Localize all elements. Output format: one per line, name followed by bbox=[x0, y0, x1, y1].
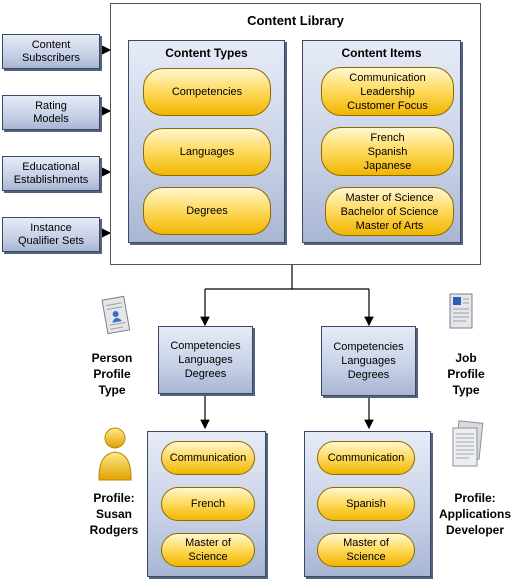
type-competencies: Competencies bbox=[143, 68, 271, 116]
items-degrees: Master of Science Bachelor of Science Ma… bbox=[325, 187, 454, 236]
person-icon bbox=[98, 427, 132, 481]
source-content-subscribers: Content Subscribers bbox=[2, 34, 100, 69]
person-profile-type-box: Competencies Languages Degrees bbox=[158, 326, 253, 394]
susan-item-communication: Communication bbox=[161, 441, 255, 475]
job-profile-type-label: Job Profile Type bbox=[447, 351, 485, 397]
source-rating-models: Rating Models bbox=[2, 95, 100, 130]
source-instance-qualifier-sets: Instance Qualifier Sets bbox=[2, 217, 100, 252]
source-educational-establishments: Educational Establishments bbox=[2, 156, 100, 191]
person-profile-type-icon bbox=[101, 295, 131, 335]
items-competencies: Communication Leadership Customer Focus bbox=[321, 67, 454, 116]
content-library-title: Content Library bbox=[247, 13, 344, 28]
person-profile-type-label: Person Profile Type bbox=[91, 351, 133, 397]
developer-item-master-of-science: Master of Science bbox=[317, 533, 415, 567]
items-languages: French Spanish Japanese bbox=[321, 127, 454, 176]
developer-item-communication: Communication bbox=[317, 441, 415, 475]
developer-item-spanish: Spanish bbox=[317, 487, 415, 521]
job-profile-type-icon bbox=[449, 293, 473, 329]
content-items-title: Content Items bbox=[341, 46, 422, 60]
susan-item-french: French bbox=[161, 487, 255, 521]
susan-item-master-of-science: Master of Science bbox=[161, 533, 255, 567]
job-profile-type-box: Competencies Languages Degrees bbox=[321, 326, 416, 396]
document-icon bbox=[452, 420, 484, 467]
profile-susan-rodgers-label: Profile: Susan Rodgers bbox=[89, 491, 139, 537]
type-languages: Languages bbox=[143, 128, 271, 176]
content-types-title: Content Types bbox=[165, 46, 248, 60]
type-degrees: Degrees bbox=[143, 187, 271, 235]
profile-applications-developer-label: Profile: Applications Developer bbox=[438, 491, 511, 537]
